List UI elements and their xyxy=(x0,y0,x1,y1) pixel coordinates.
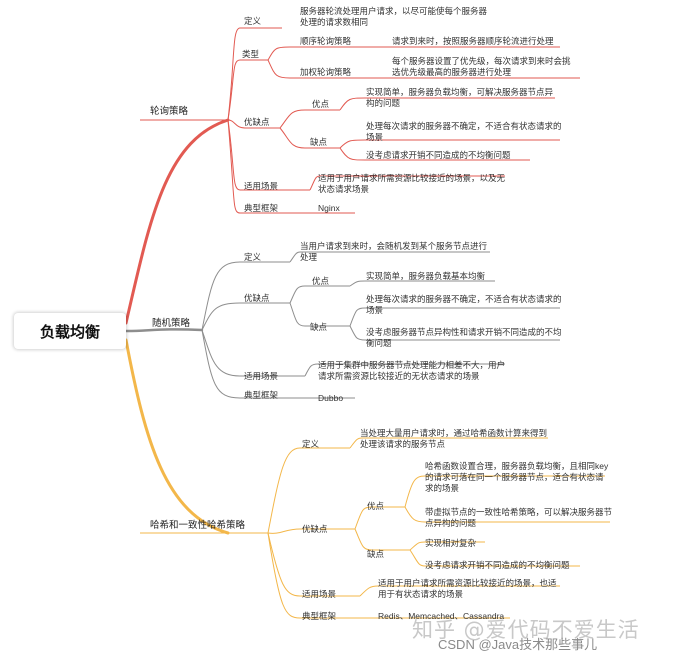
random-definition: 当用户请求到来时，会随机发到某个服务节点进行处理 xyxy=(300,241,488,262)
round-robin-types-label: 类型 xyxy=(242,49,260,59)
hash-cons2: 没考虑请求开销不同造成的不均衡问题 xyxy=(425,560,570,570)
hash-title[interactable]: 哈希和一致性哈希策略 xyxy=(150,520,246,531)
random-framework-label: 典型框架 xyxy=(244,390,279,400)
random-framework: Dubbo xyxy=(318,393,344,403)
round-robin-cons2: 没考虑请求开销不同造成的不均衡问题 xyxy=(366,150,511,160)
round-robin-definition: 服务器轮流处理用户请求，以尽可能使每个服务器处理的请求数相同 xyxy=(300,6,488,27)
random-title[interactable]: 随机策略 xyxy=(152,318,191,329)
round-robin-definition-label: 定义 xyxy=(244,16,262,26)
round-robin-proscons-label: 优缺点 xyxy=(244,117,270,127)
random-scenario: 适用于集群中服务器节点处理能力相差不大，用户请求所需资源比较接近的无状态请求的场… xyxy=(318,360,506,381)
random-pros-label: 优点 xyxy=(312,276,330,286)
round-robin-pros: 实现简单，服务器负载均衡，可解决服务器节点异构的问题 xyxy=(366,87,554,108)
hash-cons-label: 缺点 xyxy=(367,549,385,559)
hash-pros2: 带虚拟节点的一致性哈希策略，可以解决服务器节点异构的问题 xyxy=(425,507,613,528)
csdn-watermark: CSDN @Java技术那些事儿 xyxy=(438,637,598,652)
random-proscons-label: 优缺点 xyxy=(244,293,270,303)
hash-framework-label: 典型框架 xyxy=(302,611,337,621)
round-robin-title[interactable]: 轮询策略 xyxy=(150,106,189,117)
round-robin-framework: Nginx xyxy=(318,203,340,213)
hash-definition: 当处理大量用户请求时，通过哈希函数计算来得到处理该请求的服务节点 xyxy=(360,428,548,449)
hash-proscons-label: 优缺点 xyxy=(302,524,328,534)
random-scenario-label: 适用场景 xyxy=(244,371,279,381)
round-robin-cons-label: 缺点 xyxy=(310,137,328,147)
hash-cons1: 实现相对复杂 xyxy=(425,538,477,548)
round-robin-cons1: 处理每次请求的服务器不确定，不适合有状态请求的场景 xyxy=(366,121,562,142)
hash-framework: Redis、Memcached、Cassandra xyxy=(378,611,505,621)
round-robin-framework-label: 典型框架 xyxy=(244,203,279,213)
hash-definition-label: 定义 xyxy=(302,439,320,449)
random-cons2: 没考虑服务器节点异构性和请求开销不同造成的不均衡问题 xyxy=(366,327,562,348)
hash-scenario: 适用于用户请求所需资源比较接近的场景，也适用于有状态请求的场景 xyxy=(378,578,557,599)
hash-pros1: 哈希函数设置合理，服务器负载均衡，且相同key的请求可落在同一个服务器节点，适合… xyxy=(425,461,609,493)
root-link-round-robin xyxy=(124,118,230,325)
round-robin-pros-label: 优点 xyxy=(312,99,330,109)
zhihu-watermark: 知乎 @爱代码不爱生活 xyxy=(412,618,640,642)
round-robin-type2: 加权轮询策略 xyxy=(300,67,352,77)
round-robin-scenario: 适用于用户请求所需资源比较接近的场景，以及无状态请求场景 xyxy=(318,173,506,194)
round-robin-type1: 顺序轮询策略 xyxy=(300,36,352,46)
random-cons-label: 缺点 xyxy=(310,322,328,332)
round-robin-type1-desc: 请求到来时，按照服务器顺序轮流进行处理 xyxy=(392,36,554,46)
hash-pros-label: 优点 xyxy=(367,501,385,511)
random-definition-label: 定义 xyxy=(244,252,262,262)
hash-scenario-label: 适用场景 xyxy=(302,589,337,599)
round-robin-type2-desc: 每个服务器设置了优先级，每次请求到来时会挑选优先级最高的服务器进行处理 xyxy=(392,56,571,77)
round-robin-scenario-label: 适用场景 xyxy=(244,181,279,191)
random-pros: 实现简单，服务器负载基本均衡 xyxy=(366,271,486,281)
random-cons1: 处理每次请求的服务器不确定，不适合有状态请求的场景 xyxy=(366,294,562,315)
root-link-hash xyxy=(124,338,230,535)
root-node[interactable]: 负载均衡 xyxy=(14,313,126,349)
